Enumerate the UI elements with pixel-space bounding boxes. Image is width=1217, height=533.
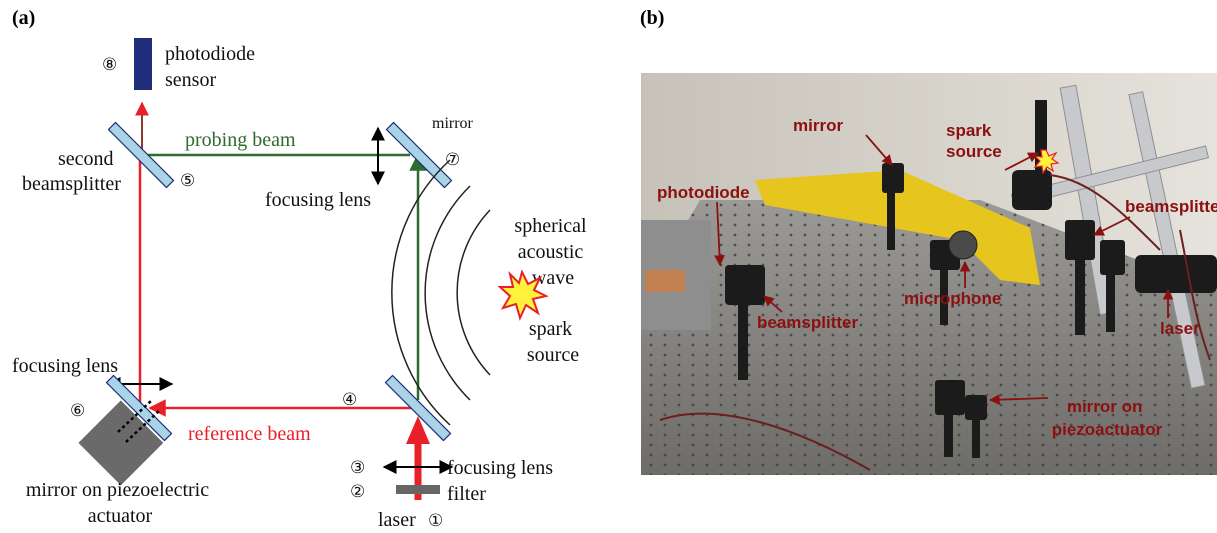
acoustic-wave-arcs bbox=[391, 159, 491, 426]
number-7: ⑦ bbox=[445, 150, 460, 169]
photo-label-mirror: mirror bbox=[793, 116, 843, 135]
photo-label-microphone: microphone bbox=[904, 289, 1001, 308]
photodiode-sensor bbox=[134, 38, 152, 90]
photo-label-photodiode: photodiode bbox=[657, 183, 750, 202]
photo-label-spark-source: spark source bbox=[946, 121, 1002, 161]
piezo-mirror-assembly bbox=[78, 374, 173, 486]
focusing-lens-left-label: focusing lens bbox=[12, 355, 118, 377]
beamsplitter-4 bbox=[384, 374, 452, 442]
filter bbox=[396, 485, 440, 494]
focusing-lens-laser-label: focusing lens bbox=[447, 457, 553, 479]
photo-label-mirror-piezo: mirror on piezoactuator bbox=[1052, 397, 1163, 439]
second-beamsplitter bbox=[107, 121, 175, 189]
focusing-lens-top-label: focusing lens bbox=[265, 189, 371, 211]
optical-mounts bbox=[725, 100, 1217, 458]
photodiode-label: photodiode sensor bbox=[165, 43, 260, 91]
photo-label-laser: laser bbox=[1160, 319, 1200, 338]
number-1: ① bbox=[428, 511, 443, 530]
mirror-label: mirror bbox=[432, 115, 474, 132]
number-2: ② bbox=[350, 482, 365, 501]
aluminum-rails bbox=[1010, 84, 1210, 389]
photo-label-beamsplitter-right: beamsplitter bbox=[1125, 197, 1217, 216]
photo-label-beamsplitter-left: beamsplitter bbox=[757, 313, 858, 332]
number-8: ⑧ bbox=[102, 55, 117, 74]
mirror-7 bbox=[385, 121, 453, 189]
second-beamsplitter-label: second beamsplitter bbox=[22, 148, 121, 195]
spark-source-label: spark source bbox=[527, 318, 579, 366]
annotation-arrows bbox=[714, 134, 1174, 406]
mirror-6 bbox=[105, 374, 173, 442]
number-3: ③ bbox=[350, 458, 365, 477]
panel-a: (a) ⑧ photodiode sensor second bbox=[12, 7, 591, 531]
yellow-foam bbox=[755, 170, 1040, 285]
piezo-actuator-block bbox=[78, 400, 164, 486]
probing-beam-label: probing beam bbox=[185, 129, 296, 151]
reference-beam-label: reference beam bbox=[188, 423, 311, 445]
panel-b-label: (b) bbox=[640, 7, 664, 29]
panel-a-label: (a) bbox=[12, 7, 35, 29]
number-4: ④ bbox=[342, 390, 357, 409]
laser-beam-arrowhead bbox=[406, 416, 430, 444]
panel-b: (b) bbox=[640, 7, 1217, 475]
lab-photo bbox=[641, 73, 1217, 475]
mirror-piezo-label: mirror on piezoelectric actuator bbox=[26, 479, 214, 527]
filter-label: filter bbox=[447, 483, 486, 505]
acoustic-wave-label: spherical acoustic wave bbox=[514, 215, 591, 289]
cables bbox=[659, 174, 1211, 471]
number-6: ⑥ bbox=[70, 401, 85, 420]
piezo-motion-arrows bbox=[117, 399, 161, 443]
microphone-disc bbox=[948, 230, 978, 260]
laser-label: laser bbox=[378, 509, 416, 531]
spark-icon bbox=[497, 269, 549, 321]
number-5: ⑤ bbox=[180, 171, 195, 190]
